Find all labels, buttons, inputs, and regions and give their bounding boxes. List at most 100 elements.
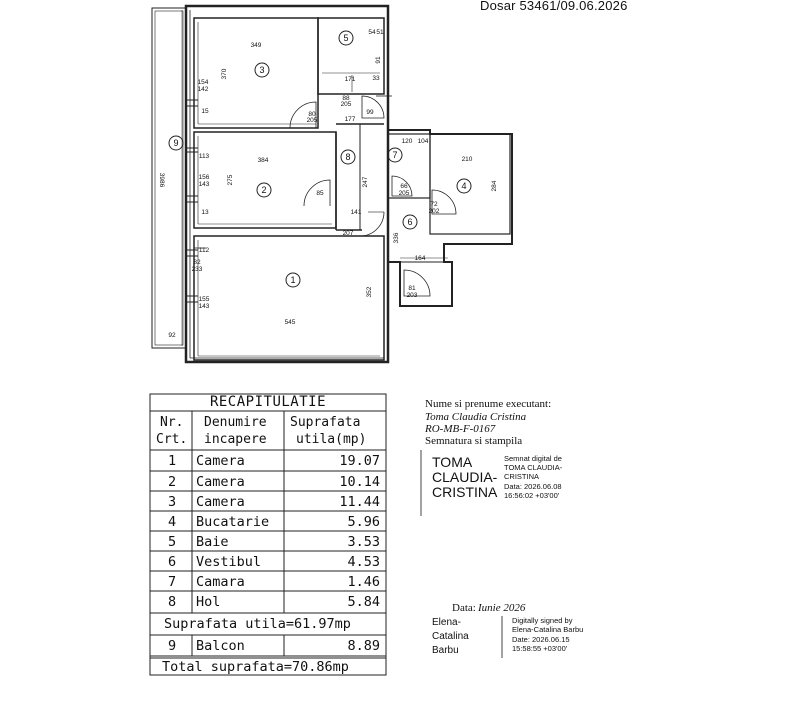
dim-label: 82 bbox=[193, 259, 201, 266]
room-label-4: 4 bbox=[461, 181, 466, 191]
dim-label: 545 bbox=[285, 319, 296, 326]
sig-detail: Date: 2026.06.15 bbox=[512, 635, 570, 644]
sig-detail: TOMA CLAUDIA- bbox=[504, 463, 563, 472]
recap-table: RECAPITULATIE Nr. Crt. Denumire incapere… bbox=[148, 392, 388, 677]
dim-label: 99 bbox=[366, 109, 374, 116]
row-area: 5.84 bbox=[347, 594, 380, 610]
annex-walls bbox=[388, 129, 513, 307]
dim-label: 33 bbox=[372, 75, 380, 82]
col-header-name: Denumire bbox=[204, 415, 267, 430]
col-header-nr: Crt. bbox=[156, 432, 188, 447]
executant-label: Nume si prenume executant: bbox=[425, 398, 552, 410]
room-label-8: 8 bbox=[345, 152, 350, 162]
row-name: Balcon bbox=[196, 638, 245, 654]
row-area: 4.53 bbox=[347, 554, 380, 570]
col-header-name: incapere bbox=[204, 432, 267, 447]
date-label: Data: bbox=[452, 602, 476, 614]
dim-label: 85 bbox=[316, 190, 324, 197]
door-room-4 bbox=[431, 189, 457, 215]
row-nr: 2 bbox=[168, 474, 177, 490]
row-name: Camera bbox=[196, 474, 245, 490]
dim-label: 54 bbox=[368, 29, 376, 36]
dim-label: 205 bbox=[399, 190, 410, 197]
col-header-area: utila(mp) bbox=[296, 432, 367, 447]
useful-area-total: Suprafata utila=61.97mp bbox=[164, 616, 351, 632]
sig-detail: Digitally signed by bbox=[512, 616, 573, 625]
room-label-9: 9 bbox=[173, 138, 178, 148]
dim-label: 207 bbox=[343, 230, 354, 237]
dim-label: 154 bbox=[198, 79, 209, 86]
col-header-area: Suprafata bbox=[290, 415, 361, 430]
sig-name-line: CLAUDIA- bbox=[432, 469, 498, 485]
row-nr: 5 bbox=[168, 534, 177, 550]
dim-label: 275 bbox=[227, 174, 234, 185]
dim-label: 284 bbox=[491, 180, 498, 191]
sig-detail: Data: 2026.06.08 bbox=[504, 482, 562, 491]
dim-label: 66 bbox=[400, 183, 408, 190]
row-area: 1.46 bbox=[347, 574, 380, 590]
door-room-5 bbox=[361, 95, 385, 119]
dim-label: 143 bbox=[199, 303, 210, 310]
executant-code: RO-MB-F-0167 bbox=[425, 423, 496, 435]
row-area: 19.07 bbox=[339, 453, 380, 469]
balcony-outline bbox=[151, 7, 187, 349]
dim-label: 352 bbox=[366, 286, 373, 297]
room-label-2: 2 bbox=[261, 185, 266, 195]
room-label-5: 5 bbox=[343, 33, 348, 43]
room-2-walls bbox=[193, 131, 337, 229]
door-room-3 bbox=[289, 101, 317, 129]
room-label-3: 3 bbox=[259, 65, 264, 75]
room-1-walls bbox=[193, 235, 385, 361]
dim-label: 156 bbox=[199, 174, 210, 181]
row-area: 5.96 bbox=[347, 514, 380, 530]
dim-label: 15 bbox=[201, 108, 209, 115]
signature-label: Semnatura si stampila bbox=[425, 435, 523, 447]
row-area: 11.44 bbox=[339, 494, 380, 510]
room-4-walls bbox=[429, 133, 511, 235]
sig-detail: Elena-Catalina Barbu bbox=[512, 625, 584, 634]
dim-label: 205 bbox=[307, 117, 318, 124]
col-header-nr: Nr. bbox=[160, 415, 184, 430]
digital-signature-barbu: Elena- Catalina Barbu Digitally signed b… bbox=[430, 614, 600, 660]
dim-label: 72 bbox=[430, 201, 438, 208]
dim-label: 210 bbox=[462, 156, 473, 163]
date-value: Iunie 2026 bbox=[478, 602, 526, 614]
dim-label: 92 bbox=[168, 332, 176, 339]
dim-label: 336 bbox=[393, 232, 400, 243]
sig-detail: CRISTINA bbox=[504, 472, 540, 481]
dim-label: 143 bbox=[199, 181, 210, 188]
dim-label: 3986 bbox=[158, 173, 165, 188]
dim-label: 51 bbox=[376, 29, 384, 36]
dim-label: 171 bbox=[345, 76, 356, 83]
recap-table-grid bbox=[149, 393, 387, 676]
row-area: 3.53 bbox=[347, 534, 380, 550]
sig-name-line: CRISTINA bbox=[432, 484, 498, 500]
room-label-7: 7 bbox=[392, 150, 397, 160]
row-nr: 8 bbox=[168, 594, 177, 610]
row-name: Camera bbox=[196, 494, 245, 510]
grand-total-area: Total suprafata=70.86mp bbox=[162, 659, 349, 675]
row-name: Vestibul bbox=[196, 554, 262, 570]
dim-label: 155 bbox=[199, 296, 210, 303]
signature-frame bbox=[501, 616, 503, 658]
dim-label: 91 bbox=[375, 56, 382, 64]
recap-title: RECAPITULATIE bbox=[209, 394, 327, 410]
dim-label: 177 bbox=[345, 116, 356, 123]
dim-label: 203 bbox=[407, 292, 418, 299]
row-name: Bucatarie bbox=[196, 514, 270, 530]
dim-label: 13 bbox=[201, 209, 209, 216]
sig-detail: 15:58:55 +03'00' bbox=[512, 644, 568, 653]
room-5-walls bbox=[317, 17, 385, 95]
dim-label: 233 bbox=[192, 266, 203, 273]
row-name: Hol bbox=[196, 594, 221, 610]
row-name: Camara bbox=[196, 574, 245, 590]
dim-label: 247 bbox=[362, 176, 369, 187]
dim-label: 88 bbox=[342, 95, 350, 102]
sig-detail: Semnat digital de bbox=[504, 454, 562, 463]
dim-label: 81 bbox=[408, 285, 416, 292]
dim-label: 112 bbox=[199, 247, 210, 254]
executant-name: Toma Claudia Cristina bbox=[425, 411, 527, 423]
sig-name-line: TOMA bbox=[432, 454, 473, 470]
row-area: 8.89 bbox=[347, 638, 380, 654]
row-nr: 6 bbox=[168, 554, 177, 570]
